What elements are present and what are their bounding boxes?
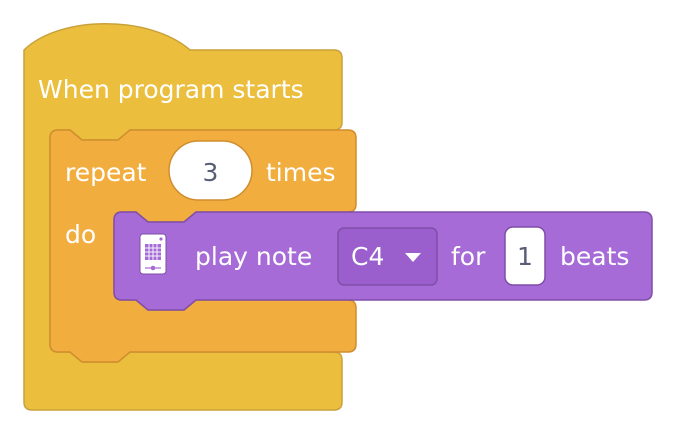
do-label: do bbox=[65, 220, 96, 249]
microbit-speaker-icon bbox=[139, 233, 167, 275]
times-label: times bbox=[266, 158, 336, 187]
beats-label: beats bbox=[560, 242, 629, 271]
beats-value: 1 bbox=[517, 242, 533, 271]
repeat-count-field[interactable] bbox=[168, 140, 253, 201]
hat-block-label: When program starts bbox=[38, 75, 304, 104]
repeat-count-input[interactable]: 3 bbox=[168, 140, 253, 201]
repeat-label: repeat bbox=[65, 158, 147, 187]
play-note-block[interactable]: play note C4 for 1 beats bbox=[113, 211, 653, 311]
beats-input[interactable]: 1 bbox=[504, 226, 546, 286]
note-value: C4 bbox=[351, 242, 384, 271]
note-dropdown-field[interactable] bbox=[337, 227, 438, 286]
note-dropdown[interactable]: C4 bbox=[337, 227, 438, 286]
for-label: for bbox=[451, 242, 486, 271]
repeat-block[interactable]: repeat 3 times do bbox=[49, 129, 357, 363]
repeat-count-value: 3 bbox=[203, 158, 219, 187]
beats-field[interactable] bbox=[504, 226, 546, 286]
play-note-label: play note bbox=[195, 242, 312, 271]
chevron-down-icon bbox=[405, 253, 421, 262]
